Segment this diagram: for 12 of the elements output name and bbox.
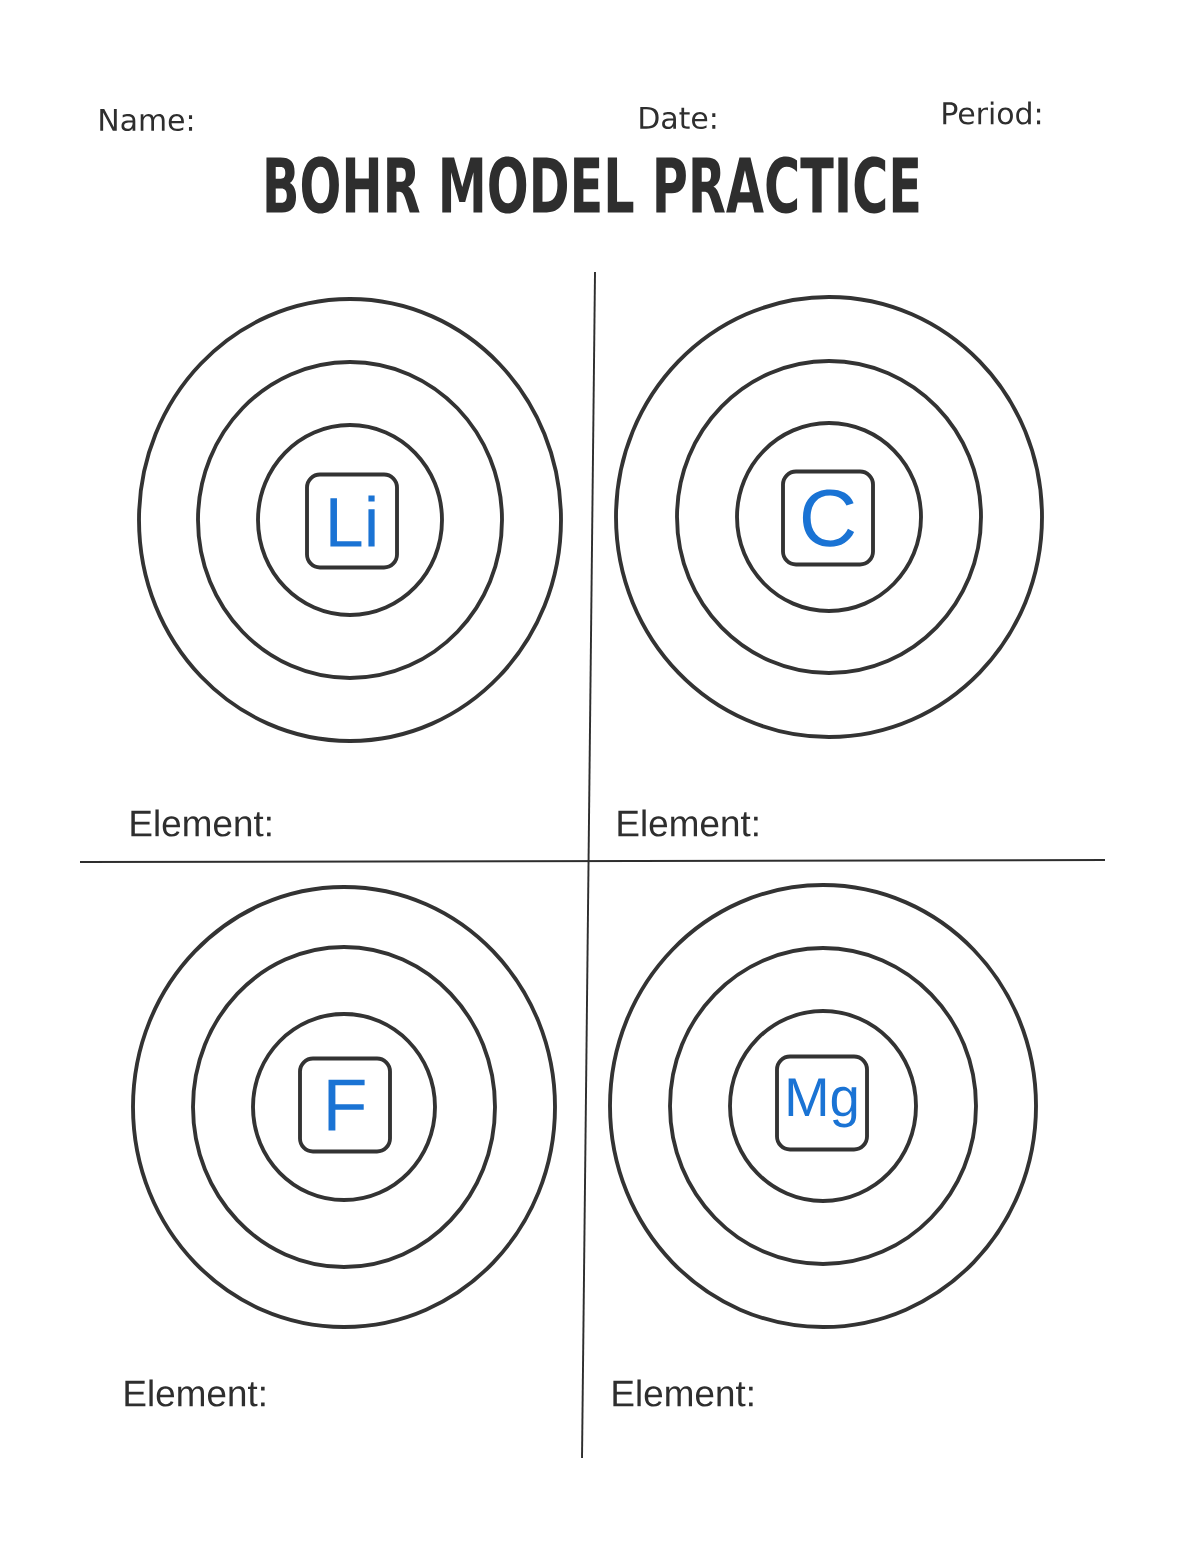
form-label: Period: xyxy=(943,101,1041,125)
form-label: Date: xyxy=(640,106,716,130)
field-label: Element: xyxy=(125,1379,265,1407)
field-label: Element: xyxy=(618,809,758,837)
element-box: Li xyxy=(305,472,399,570)
field-label: Element: xyxy=(613,1379,753,1407)
field-label: Element: xyxy=(131,809,271,837)
title: BOHR MODEL PRACTICE xyxy=(266,156,919,214)
element-box: F xyxy=(298,1056,392,1154)
element-box: Mg xyxy=(775,1054,869,1152)
element-box: C xyxy=(781,469,875,567)
form-label: Name: xyxy=(100,108,193,132)
